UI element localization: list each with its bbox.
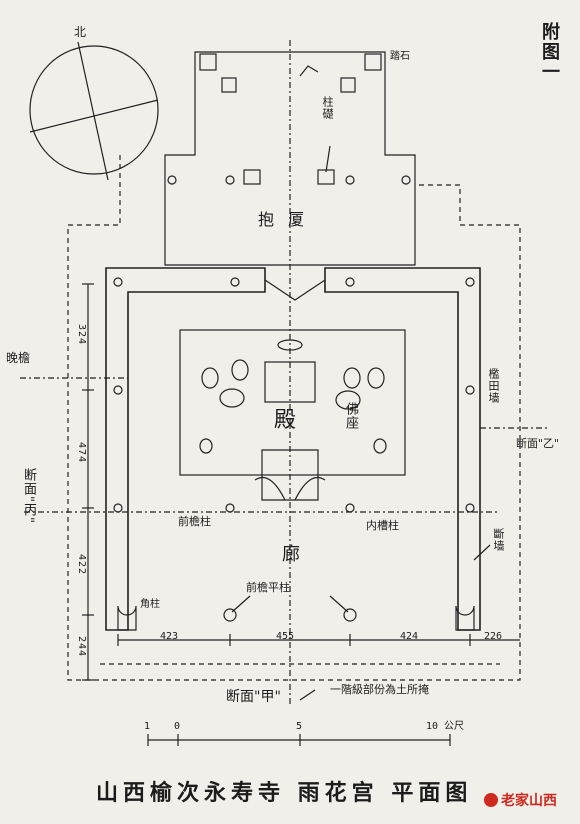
watermark-text: 老家山西 [501,793,557,809]
gallery-col-mid2 [343,608,357,622]
hall-label: 殿 [274,408,297,433]
hall-doorway [264,279,326,301]
scale-tick-0: 0 [174,721,181,732]
compass-needle [77,41,109,181]
dim-left-1: 324 [76,324,87,346]
gallery-col-right [455,605,475,631]
base-note-label: 一階級部份為土所掩 [330,683,429,696]
eave-column-label: 前檐平柱 [246,581,290,594]
gallery-col-left [117,605,137,631]
porch-outline [164,51,416,266]
section-a-label: 断面"甲" [226,689,281,705]
inner-sanctum [179,329,406,476]
gallery-col-mid1 [223,608,237,622]
dim-bottom-4: 226 [484,631,503,642]
step-stone-right [364,53,382,71]
hall-wall-right [324,267,481,631]
dim-left-3: 422 [76,554,87,576]
compass-cross [29,99,159,133]
altar-label: 佛座 [343,402,358,430]
porch-col-8 [401,175,411,185]
figure-number: 附图一 [539,22,560,82]
hall-col-2 [230,277,240,287]
step-stone-left [199,53,217,71]
wall-right-label: 斷墙 [492,528,505,552]
hall-col-9 [345,503,355,513]
wall-left-label: 檻田墙 [487,368,500,404]
drawing-title: 山西榆次永寿寺 雨花宫 平面图 [96,780,473,806]
porch-col-base-4 [317,169,335,185]
hall-col-6 [465,385,475,395]
outer-extent [67,155,521,681]
front-column-label: 前檐柱 [178,515,211,528]
scale-tick-10: 10 公尺 [426,721,465,732]
porch-col-base-3 [243,169,261,185]
dim-bottom-3: 424 [400,631,419,642]
hall-col-4 [465,277,475,287]
dim-left-2: 474 [76,442,87,464]
hall-col-3 [345,277,355,287]
watermark: 老家山西 [484,790,557,810]
compass-north-label: 北 [74,25,87,39]
porch-col-7 [345,175,355,185]
porch-label: 抱厦 [258,210,319,229]
porch-col-base-2 [340,77,356,93]
altar-base [261,449,319,501]
hall-col-1 [113,277,123,287]
section-b-label: 断面"乙" [516,437,560,450]
corner-column-label: 角柱 [140,599,160,610]
dim-bottom-2: 455 [276,631,295,642]
porch-col-5 [167,175,177,185]
dim-left-4: 244 [76,636,87,658]
inner-column-label: 内槽柱 [366,519,399,532]
steps-label: 踏石 [390,51,410,62]
dim-bottom-1: 423 [160,631,179,642]
hall-col-8 [225,503,235,513]
section-c-label: 断面"丙" [21,468,36,524]
scale-tick-5: 5 [296,721,303,732]
eave-label: 晚檐 [6,351,31,365]
porch-col-base-1 [221,77,237,93]
gallery-label: 廊 [282,544,300,565]
hall-col-5 [113,385,123,395]
watermark-logo-icon [484,793,498,807]
hall-col-7 [113,503,123,513]
hall-col-10 [465,503,475,513]
scale-tick-1: 1 [144,721,151,732]
compass-circle [29,45,159,175]
column-base-label: 柱礎 [321,96,334,120]
hall-wall-left [105,267,266,631]
porch-col-6 [225,175,235,185]
